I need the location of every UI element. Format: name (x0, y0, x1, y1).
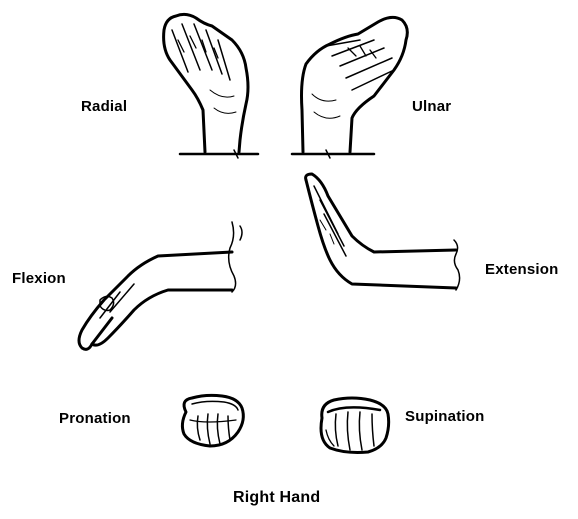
ulnar-deviation-hand (292, 17, 407, 158)
extension-hand (306, 174, 460, 290)
figure-caption: Right Hand (233, 489, 320, 507)
label-supination: Supination (405, 408, 485, 425)
radial-deviation-hand (164, 14, 258, 158)
label-flexion: Flexion (12, 270, 66, 287)
label-pronation: Pronation (59, 410, 131, 427)
flexion-hand (79, 222, 242, 349)
label-radial: Radial (81, 98, 127, 115)
pronation-fist (182, 395, 243, 446)
label-extension: Extension (485, 261, 558, 278)
supination-fist (321, 398, 389, 453)
label-ulnar: Ulnar (412, 98, 451, 115)
